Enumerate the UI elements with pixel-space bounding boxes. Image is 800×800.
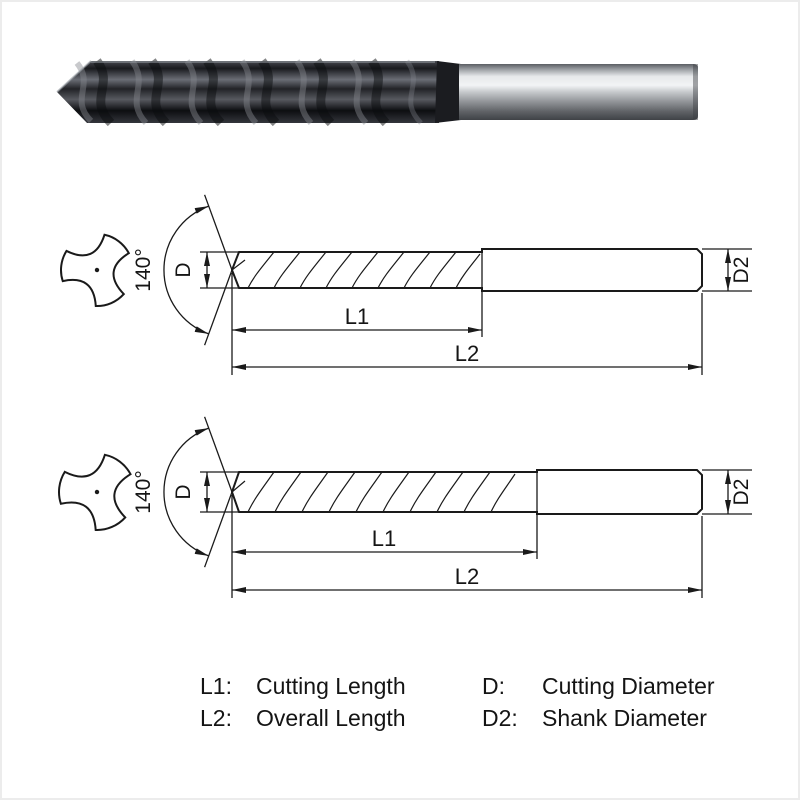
d-label-1: D: [172, 262, 195, 277]
l2-label-2: L2: [455, 564, 479, 589]
l2-dimension-2: L2: [232, 516, 703, 598]
legend-value-cutting-diameter: Cutting Diameter: [542, 673, 715, 699]
drawing-1: 140° D D2 L1: [60, 194, 753, 375]
angle-label-1: 140°: [132, 248, 155, 291]
d-dimension-1: D: [172, 251, 238, 289]
point-angle-1: 140°: [132, 194, 233, 346]
drill-shank-photo: [459, 64, 698, 120]
legend-key-l1: L1:: [200, 673, 232, 699]
legend-row-2: L2: Overall Length D2: Shank Diameter: [2, 702, 798, 734]
d-dimension-2: D: [172, 471, 238, 513]
drill-photo: [56, 58, 698, 127]
d2-label-2: D2: [730, 479, 753, 506]
drill-flutes-photo: [56, 58, 439, 127]
d-label-2: D: [172, 484, 195, 499]
legend-value-cutting-length: Cutting Length: [256, 673, 406, 699]
d2-dimension-1: D2: [702, 248, 753, 292]
drill-neck-photo: [435, 61, 461, 123]
d2-label-1: D2: [730, 257, 753, 284]
legend-value-overall-length: Overall Length: [256, 705, 406, 731]
legend-key-l2: L2:: [200, 705, 232, 731]
l1-label-2: L1: [372, 526, 396, 551]
l1-dimension-1: L1: [231, 273, 483, 375]
legend-row-1: L1: Cutting Length D: Cutting Diameter: [2, 670, 798, 702]
drill-outline-1: [230, 248, 703, 292]
drill-outline-2: [230, 469, 703, 515]
l1-dimension-2: L1: [231, 495, 538, 598]
angle-label-2: 140°: [132, 470, 155, 513]
l2-dimension-1: L2: [232, 293, 703, 375]
legend-value-shank-diameter: Shank Diameter: [542, 705, 707, 731]
l2-label-1: L2: [455, 341, 479, 366]
l1-label-1: L1: [345, 304, 369, 329]
legend: L1: Cutting Length D: Cutting Diameter L…: [2, 670, 798, 734]
legend-key-d2: D2:: [482, 705, 518, 731]
end-view-1: [60, 233, 131, 308]
point-angle-2: 140°: [132, 416, 233, 568]
legend-key-d: D:: [482, 673, 505, 699]
drawing-2: 140° D D2 L1: [58, 416, 753, 598]
end-view-2: [58, 453, 132, 531]
d2-dimension-2: D2: [702, 469, 753, 515]
